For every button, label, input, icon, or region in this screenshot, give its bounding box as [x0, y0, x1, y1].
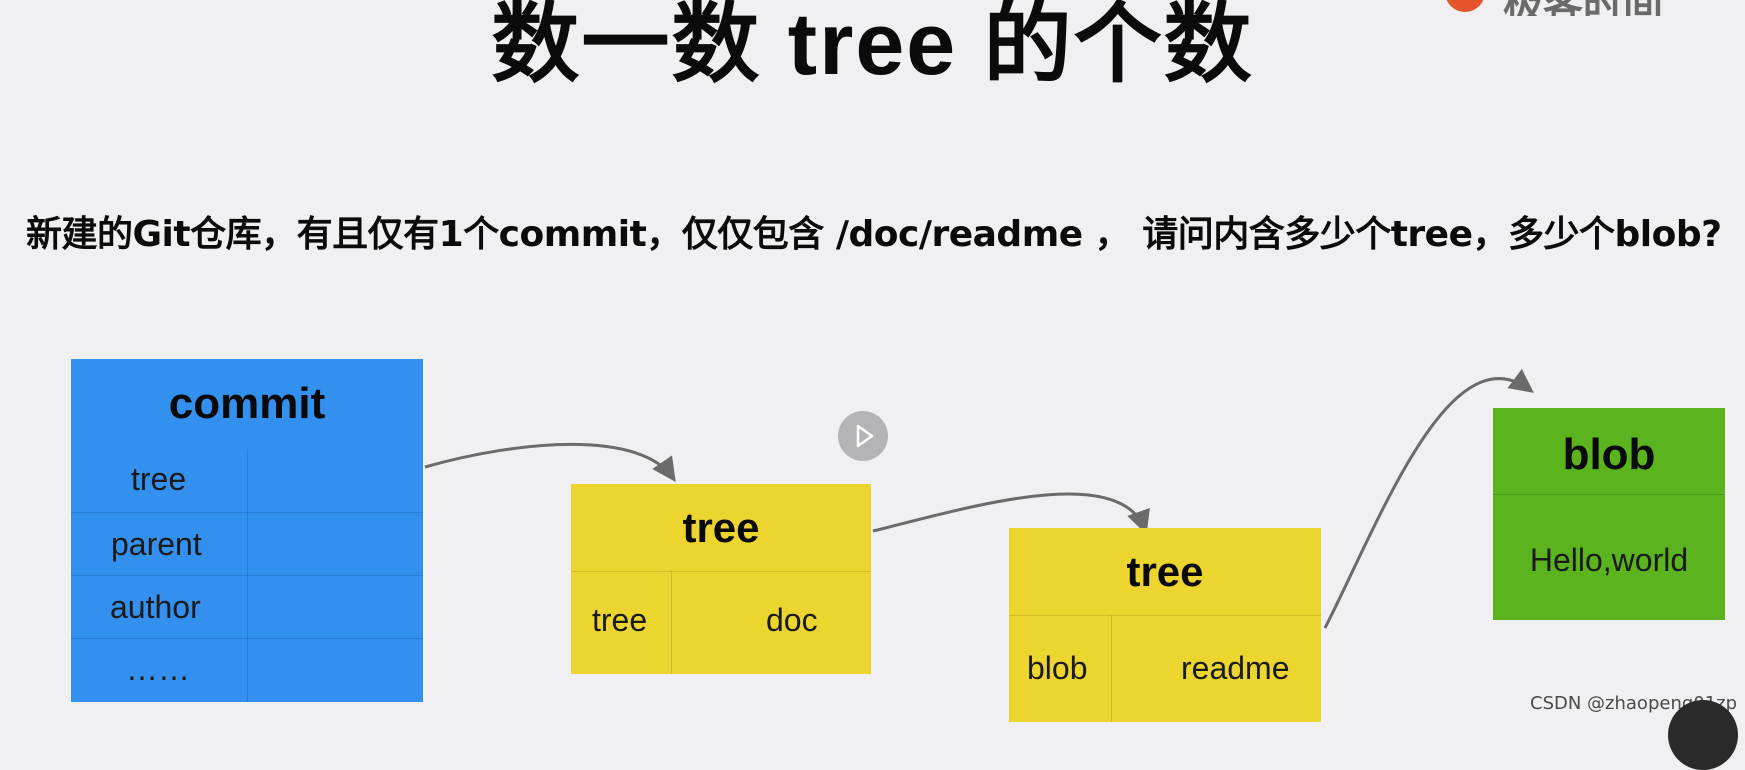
tree-root-entry-name: doc — [766, 602, 818, 638]
play-icon — [856, 424, 874, 448]
divider — [671, 571, 672, 674]
play-button[interactable] — [838, 411, 888, 461]
tree-doc-box: tree blob readme — [1009, 528, 1321, 722]
arrow-commit-to-tree — [424, 442, 676, 482]
page-title: 数一数 tree 的个数 — [491, 0, 1254, 93]
divider — [71, 512, 423, 513]
tree-root-box: tree tree doc — [571, 484, 871, 674]
divider — [571, 571, 871, 572]
brand-logo: 极客时间 — [1445, 0, 1745, 16]
divider — [1111, 615, 1112, 722]
commit-title: commit — [168, 379, 326, 428]
commit-field-ellipsis: …… — [126, 651, 190, 687]
tree-doc-title: tree — [1126, 548, 1204, 595]
blob-content: Hello,world — [1529, 542, 1689, 578]
blob-title: blob — [1562, 430, 1656, 479]
logo-icon — [1445, 0, 1485, 12]
arrow-tree-to-blob — [1323, 368, 1534, 629]
commit-box: commit tree parent author …… — [71, 359, 423, 702]
arrows-layer — [424, 368, 1534, 629]
divider — [1493, 494, 1725, 495]
divider — [71, 575, 423, 576]
corner-avatar — [1668, 700, 1738, 770]
tree-doc-entry-name: readme — [1181, 650, 1290, 686]
arrow-tree-to-tree — [872, 492, 1150, 535]
divider — [247, 449, 248, 702]
blob-box: blob Hello,world — [1493, 408, 1725, 620]
divider — [1009, 615, 1321, 616]
tree-doc-entry-type: blob — [1027, 650, 1088, 686]
commit-field-tree: tree — [131, 461, 187, 497]
tree-root-title: tree — [682, 504, 760, 551]
tree-root-entry-type: tree — [592, 602, 648, 638]
commit-field-author: author — [110, 589, 201, 625]
divider — [71, 638, 423, 639]
logo-text: 极客时间 — [1503, 0, 1663, 16]
question-text: 新建的Git仓库，有且仅有1个commit，仅仅包含 /doc/readme ，… — [26, 214, 1722, 255]
commit-field-parent: parent — [111, 526, 202, 562]
